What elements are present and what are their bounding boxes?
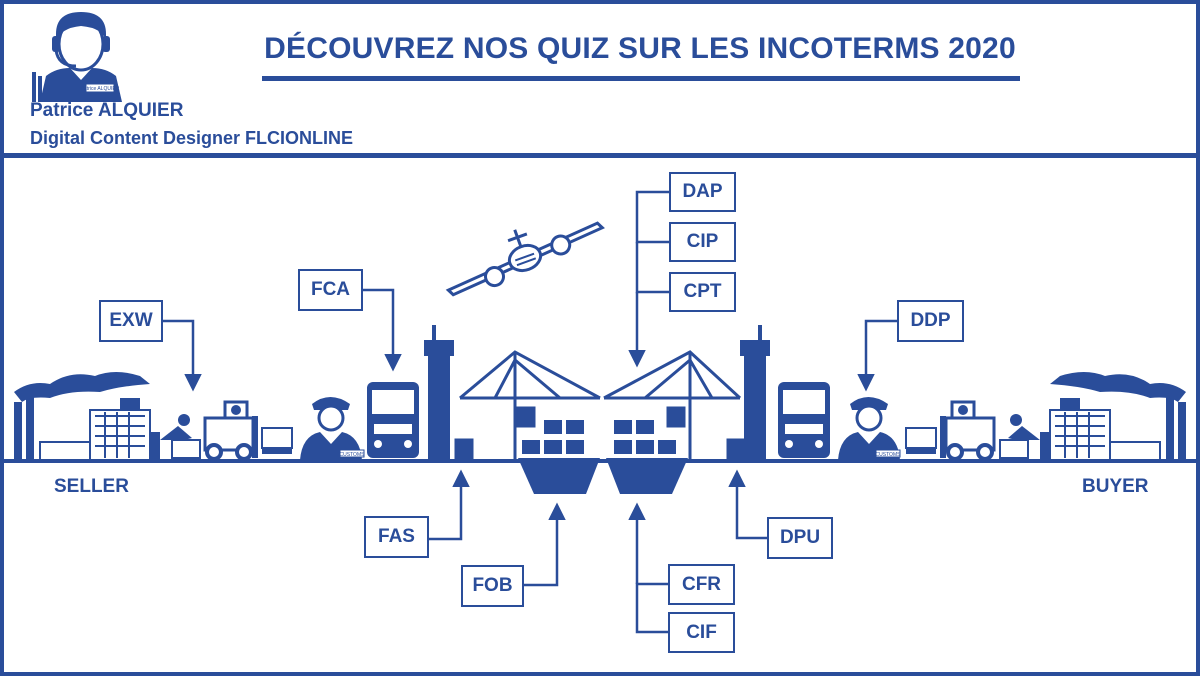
page-title: DÉCOUVREZ NOS QUIZ SUR LES INCOTERMS 202… [264,32,1016,65]
author-avatar: Patrice ALQUIER [32,12,122,102]
seller-customs-officer-icon: CUSTOMS [300,397,365,460]
incoterm-fas[interactable]: FAS [364,516,429,558]
left-port-crane-icon [454,350,601,462]
customs-badge-left: CUSTOMS [340,452,366,458]
author-role: Digital Content Designer FLCIONLINE [30,128,354,148]
incoterm-cfr[interactable]: CFR [668,564,735,605]
buyer-factory-icon [1040,372,1186,461]
incoterm-exw[interactable]: EXW [99,300,163,342]
customs-badge-right: CUSTOMS [876,452,902,458]
header-panel [0,0,1200,158]
buyer-label: BUYER [1082,476,1149,497]
incoterm-cif[interactable]: CIF [668,612,735,653]
incoterm-connectors [163,190,897,634]
seller-label: SELLER [54,476,129,497]
left-cargo-ship-icon [518,420,600,494]
ground-line [4,459,1196,463]
buyer-customs-officer-icon: CUSTOMS [838,397,901,460]
buyer-forklift-icon [905,400,1040,461]
buyer-truck-icon [778,382,830,458]
author-name: Patrice ALQUIER [30,100,184,121]
avatar-badge-text: Patrice ALQUIER [81,86,120,92]
title-underline [262,76,1020,81]
incoterm-fob[interactable]: FOB [461,565,524,607]
incoterm-ddp[interactable]: DDP [897,300,964,342]
left-port-tower-icon [424,325,454,460]
right-cargo-ship-icon [606,420,688,494]
incoterm-cip[interactable]: CIP [669,222,736,262]
airplane-icon [445,221,605,297]
incoterm-fca[interactable]: FCA [298,269,363,311]
incoterm-cpt[interactable]: CPT [669,272,736,312]
seller-truck-icon [367,382,419,458]
seller-factory-icon [14,372,160,461]
seller-forklift-icon [160,400,293,461]
incoterm-dpu[interactable]: DPU [767,517,833,559]
right-port-tower-icon [740,325,770,460]
incoterm-dap[interactable]: DAP [669,172,736,212]
